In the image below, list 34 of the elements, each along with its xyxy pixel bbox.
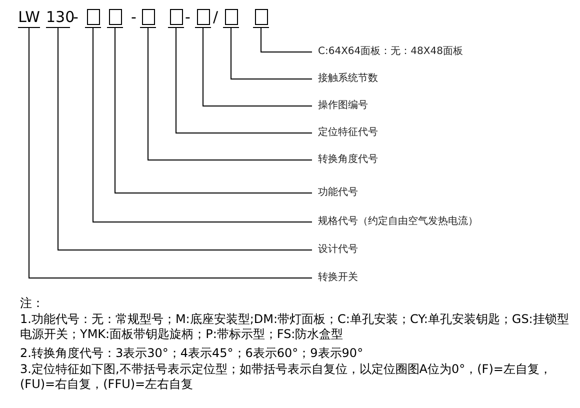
leader-line bbox=[202, 28, 312, 106]
note-text: 3.定位特征如下图,不带括号表示定位型；如带括号表示自复位，以定位圈图A位为0°，(F)=左自复，(FU)=右自复，(FFU)=左右自复 bbox=[20, 362, 552, 392]
leader-line bbox=[148, 28, 312, 160]
separator-mark: - bbox=[131, 7, 136, 28]
leader-line bbox=[92, 28, 312, 222]
model-code: LW bbox=[18, 6, 40, 28]
code-description: 设计代号 bbox=[318, 243, 358, 257]
code-description: C:64X64面板：无：48X48面板 bbox=[318, 45, 463, 59]
blank-box bbox=[168, 6, 184, 28]
code-description: 定位特征代号 bbox=[318, 126, 378, 140]
separator-mark: / bbox=[213, 7, 218, 28]
leader-line bbox=[114, 28, 312, 194]
note-heading: 注： bbox=[20, 296, 45, 311]
code-description: 转换开关 bbox=[318, 271, 358, 285]
separator-mark: - bbox=[73, 7, 78, 28]
leader-line bbox=[28, 28, 312, 278]
leader-line bbox=[176, 28, 312, 134]
note-text: 1.功能代号：无：常规型号；M:底座安装型;DM:带灯面板；C:单孔安装；CY:单孔安装钥匙；GS:挂锁型电源开关；YMK:面板带钥匙旋柄；P:带标示型；FS:防水盒型 bbox=[20, 312, 570, 342]
blank-box bbox=[140, 6, 156, 28]
code-description: 操作图编号 bbox=[318, 99, 368, 113]
leader-line bbox=[58, 28, 312, 250]
blank-box bbox=[85, 6, 101, 28]
note-text: 2.转换角度代号：3表示30°；4表示45°；6表示60°；9表示90° bbox=[20, 346, 364, 361]
blank-box bbox=[223, 6, 239, 28]
blank-box bbox=[107, 6, 123, 28]
leader-line bbox=[260, 28, 312, 52]
blank-box bbox=[195, 6, 211, 28]
code-description: 功能代号 bbox=[318, 186, 358, 200]
leader-line bbox=[230, 28, 312, 80]
blank-box bbox=[253, 6, 269, 28]
code-description: 规格代号（约定自由空气发热电流） bbox=[318, 215, 478, 229]
code-description: 转换角度代号 bbox=[318, 153, 378, 167]
code-description: 接触系统节数 bbox=[318, 72, 378, 86]
separator-mark: - bbox=[185, 7, 190, 28]
